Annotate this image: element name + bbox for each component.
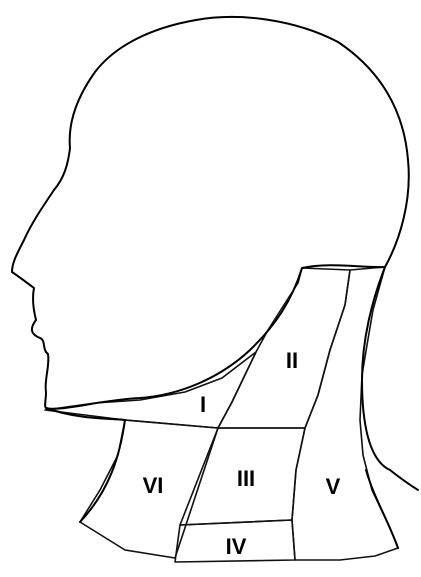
anterior-neck-outline <box>80 420 125 522</box>
zone-label-vi: VI <box>143 473 164 498</box>
zone-v <box>292 267 398 560</box>
zone-label-iv: IV <box>226 534 247 559</box>
zone-label-ii: II <box>286 348 298 373</box>
posterior-neck-outline <box>362 267 418 490</box>
head-outline <box>12 17 409 409</box>
zone-label-i: I <box>200 392 206 417</box>
zone-label-iii: III <box>237 466 255 491</box>
posterior-neck-outline-outer <box>366 470 398 548</box>
zone-label-v: V <box>326 474 341 499</box>
chin-outline <box>46 408 125 420</box>
